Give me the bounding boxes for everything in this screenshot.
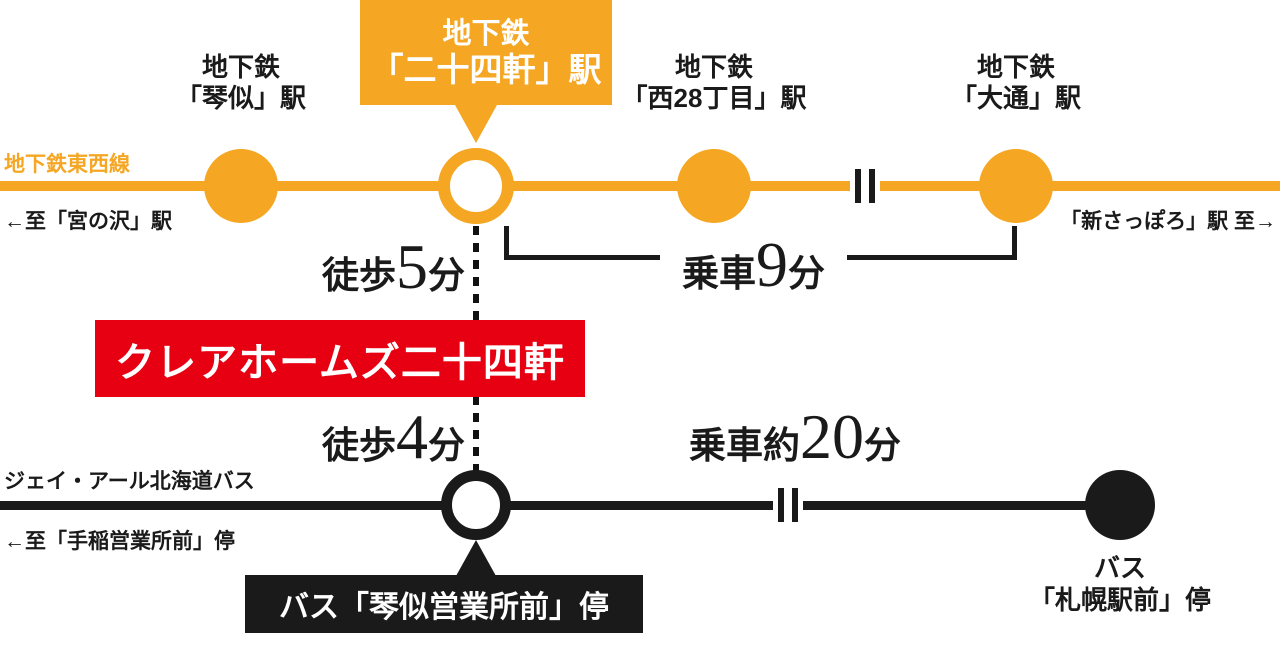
ride-prefix: 乗車約 [689, 425, 800, 466]
subway-ride-time: 乗車9分 [660, 228, 847, 302]
subway-direction-left: ←至「宮の沢」駅 [4, 210, 172, 233]
station-label-line2: 「琴似」駅 [175, 83, 306, 113]
station-label-line1: 地下鉄 [976, 52, 1055, 82]
ride-minutes: 9 [756, 229, 788, 300]
bus-line-break-mark [773, 488, 803, 522]
bus-stop-dest-line1: バス [1093, 553, 1146, 583]
bus-stop-origin-label: バス「琴似営業所前」停 [279, 591, 609, 624]
station-label-nijuyonken-highlight: 地下鉄 「二十四軒」駅 [360, 0, 612, 105]
bus-stop-origin-box: バス「琴似営業所前」停 [245, 575, 643, 633]
walk-suffix: 分 [428, 255, 465, 296]
ride-minutes: 20 [800, 401, 864, 472]
bus-stop-dest-label: バス 「札幌駅前」停 [1020, 552, 1220, 616]
station-label-line2: 「二十四軒」駅 [370, 50, 602, 88]
subway-walk-time: 徒歩5分 [230, 230, 465, 304]
ride-bracket-tick-left [504, 226, 509, 260]
bus-line-name: ジェイ・アール北海道バス [4, 470, 255, 493]
station-label-line2: 「西28丁目」駅 [621, 83, 807, 113]
bus-stop-marker-sapporo-ekimae [1085, 470, 1155, 540]
walk-minutes: 4 [396, 401, 428, 472]
property-name: クレアホームズ二十四軒 [115, 340, 565, 385]
station-label-kotoni: 地下鉄 「琴似」駅 [141, 52, 341, 114]
ride-bracket-tick-right [1012, 226, 1017, 260]
station-marker-nishi28chome [677, 149, 751, 223]
subway-line-name: 地下鉄東西線 [4, 153, 130, 176]
bus-stop-box-pointer [456, 540, 496, 576]
station-label-line2: 「大通」駅 [950, 83, 1081, 113]
bus-stop-marker-kotoni-eigyoshomae [441, 470, 511, 540]
station-label-nishi28chome: 地下鉄 「西28丁目」駅 [604, 52, 824, 114]
bus-line [0, 501, 1122, 510]
bus-ride-time: 乗車約20分 [650, 400, 940, 474]
station-label-line1: 地下鉄 [674, 52, 753, 82]
ride-suffix: 分 [864, 425, 901, 466]
station-label-line1: 地下鉄 [201, 52, 280, 82]
bus-stop-dest-line2: 「札幌駅前」停 [1028, 585, 1211, 615]
station-marker-kotoni [204, 149, 278, 223]
walk-suffix: 分 [428, 425, 465, 466]
station-marker-odori [979, 149, 1053, 223]
bus-walk-time: 徒歩4分 [230, 400, 465, 474]
subway-direction-right: 「新さっぽろ」駅 至→ [1060, 210, 1276, 233]
station-marker-nijuyonken [438, 148, 514, 224]
walk-prefix: 徒歩 [322, 255, 396, 296]
subway-line [0, 181, 1280, 191]
station-label-odori: 地下鉄 「大通」駅 [916, 52, 1116, 114]
ride-prefix: 乗車 [682, 253, 756, 294]
nijuyonken-box-pointer [455, 105, 497, 143]
walk-minutes: 5 [396, 231, 428, 302]
ride-suffix: 分 [788, 253, 825, 294]
station-label-line1: 地下鉄 [442, 17, 530, 50]
subway-line-break-mark [850, 169, 880, 203]
property-name-box: クレアホームズ二十四軒 [95, 320, 585, 397]
bus-direction-left: ←至「手稲営業所前」停 [4, 530, 235, 553]
walk-prefix: 徒歩 [322, 425, 396, 466]
